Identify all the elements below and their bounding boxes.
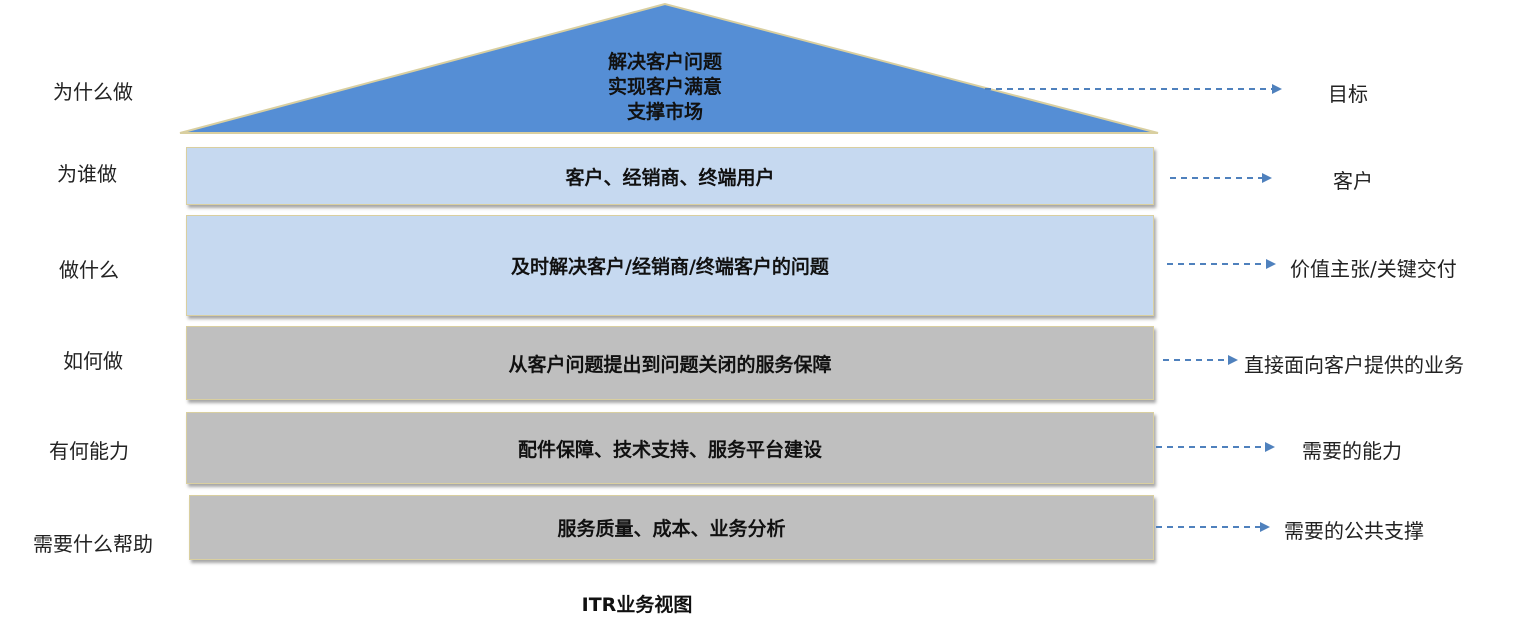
left-label-help: 需要什么帮助: [33, 532, 153, 556]
roof-line-2: 实现客户满意: [607, 76, 722, 98]
right-label-business: 直接面向客户提供的业务: [1244, 353, 1464, 377]
left-label-why: 为什么做: [53, 80, 133, 104]
box-how: 从客户问题提出到问题关闭的服务保障: [186, 326, 1154, 400]
right-label-customer: 客户: [1333, 169, 1373, 193]
left-label-what: 做什么: [59, 258, 119, 282]
box-help: 服务质量、成本、业务分析: [189, 495, 1154, 560]
box-who: 客户、经销商、终端用户: [186, 147, 1154, 205]
right-label-goal: 目标: [1328, 82, 1368, 106]
box-capability: 配件保障、技术支持、服务平台建设: [186, 412, 1154, 484]
left-label-who: 为谁做: [57, 162, 117, 186]
right-label-support: 需要的公共支撑: [1284, 519, 1424, 543]
left-label-how: 如何做: [63, 349, 123, 373]
right-label-capability: 需要的能力: [1302, 439, 1402, 463]
roof-text: 解决客户问题 实现客户满意 支撑市场: [500, 50, 830, 125]
diagram-caption: ITR业务视图: [581, 594, 693, 616]
right-label-value: 价值主张/关键交付: [1290, 257, 1457, 281]
box-what: 及时解决客户/经销商/终端客户的问题: [186, 215, 1154, 316]
left-label-capability: 有何能力: [49, 439, 129, 463]
roof-line-3: 支撑市场: [626, 101, 703, 123]
roof-line-1: 解决客户问题: [607, 51, 722, 73]
